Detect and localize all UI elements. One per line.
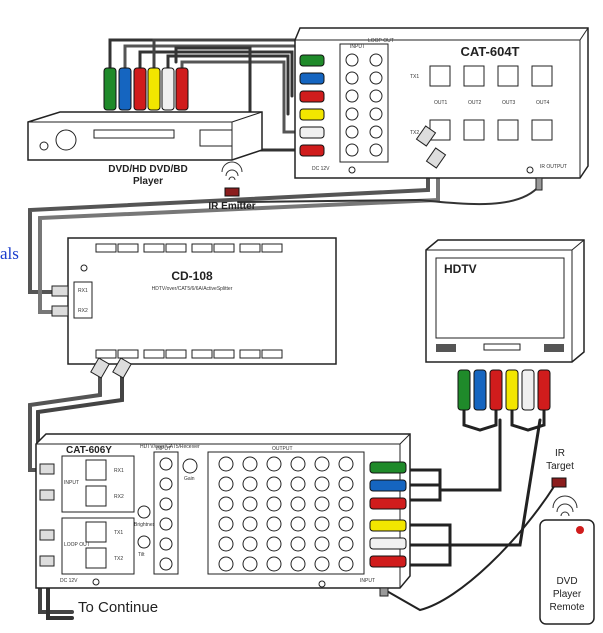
cat606y-title: CAT-606Y [66,445,112,456]
cat604t-out1-label: OUT1 [434,100,448,106]
cat606y-loopout-label: LOOP OUT [64,542,90,548]
dvd-remote: DVD Player Remote [539,495,595,625]
cat606y-input-label: INPUT [64,480,79,486]
cat606y-output-label: OUTPUT [272,446,293,452]
hdtv-speaker-right [544,344,564,352]
cd108-top-ports [95,243,283,253]
ir-target-line2: Target [546,461,574,472]
remote-line2: Player [553,589,582,600]
cd-108: RX1 RX2 CD-108 HDTV/over/CAT5/6/6A/Activ… [51,237,337,379]
cat606y-rx2-label: RX2 [114,494,124,500]
cd108-rx2-label: RX2 [78,308,88,314]
cat604t-loopout-label: LOOP OUT [368,38,394,44]
cat604t-out3-label: OUT3 [502,100,516,106]
cat604t-input-label: INPUT [350,44,365,50]
cat-606y: CAT-606Y HDTV/over/CAT5/Receiver INPUT R… [35,433,411,589]
cat606y-tx1-label: TX1 [114,530,123,536]
ir-target-line1: IR [555,448,565,459]
cd108-bottom-ports [95,349,283,359]
cat606y-output-jacks [218,456,354,572]
ir-wave-icon [221,161,243,173]
cat604t-out2-label: OUT2 [468,100,482,106]
cat604t-ports [429,65,553,141]
remote-line3: Remote [549,602,584,613]
ir-emitter-head [224,187,240,197]
dvd-rca-plugs [103,67,189,111]
dvd-label-line2: Player [133,176,163,187]
ir-target: IR Target [546,448,574,488]
ir-target-head [551,477,567,488]
cat604t-out4-label: OUT4 [536,100,550,106]
cat-604t: CAT-604T INPUT LOOP OUT DC 12V TX1 TX2 [294,27,589,191]
cd108-subtitle: HDTV/over/CAT5/6/6A/ActiveSplitter [152,286,233,292]
hdtv-screen [435,257,565,339]
cd108-rx1-label: RX1 [78,288,88,294]
cat606y-subtitle: HDTV/over/CAT5/Receiver [140,444,200,450]
hdtv-speaker-left [436,344,456,352]
cat606y-rx1-label: RX1 [114,468,124,474]
cat606y-brightness-label: Brightness [134,522,158,528]
cat604t-dc-label: DC 12V [312,166,330,172]
gain-knob-icon [182,458,198,474]
remote-ir-wave-icon [552,495,578,509]
cat606y-dc-label: DC 12V [60,578,78,584]
hdtv-label: HDTV [444,262,477,276]
remote-line1: DVD [556,576,577,587]
display-panel [199,129,233,147]
cat606y-input-col-label: INPUT [156,446,171,452]
cables [28,38,556,620]
disc-tray [93,129,175,139]
cat606y-input-bottom-label: INPUT [360,578,375,584]
remote-power-button-icon [576,526,584,534]
cd108-title: CD-108 [171,269,213,283]
cat606y-gain-label: Gain [184,476,195,482]
dvd-label-line1: DVD/HD DVD/BD [108,164,187,175]
hdtv: HDTV [425,239,585,411]
margin-link-text: als [0,244,19,263]
cat604t-jacks [345,53,383,157]
cat604t-tx1-label: TX1 [410,74,419,80]
cat604t-tx2-label: TX2 [410,130,419,136]
cat604t-title: CAT-604T [461,44,520,59]
ir-emitter-label: IR Emitter [208,201,255,212]
dvd-player: DVD/HD DVD/BD Player [27,111,263,187]
cat604t-iroutput-label: IR OUTPUT [540,164,567,170]
power-button-icon [39,141,49,151]
to-continue-text: To Continue [78,599,158,616]
ir-emitter: IR Emitter [208,161,256,212]
brightness-knob-icon [137,505,151,519]
tilt-knob-icon [137,535,151,549]
dial-icon [55,129,77,151]
cat606y-tx2-label: TX2 [114,556,123,562]
cat606y-tilt-label: Tilt [138,552,145,558]
